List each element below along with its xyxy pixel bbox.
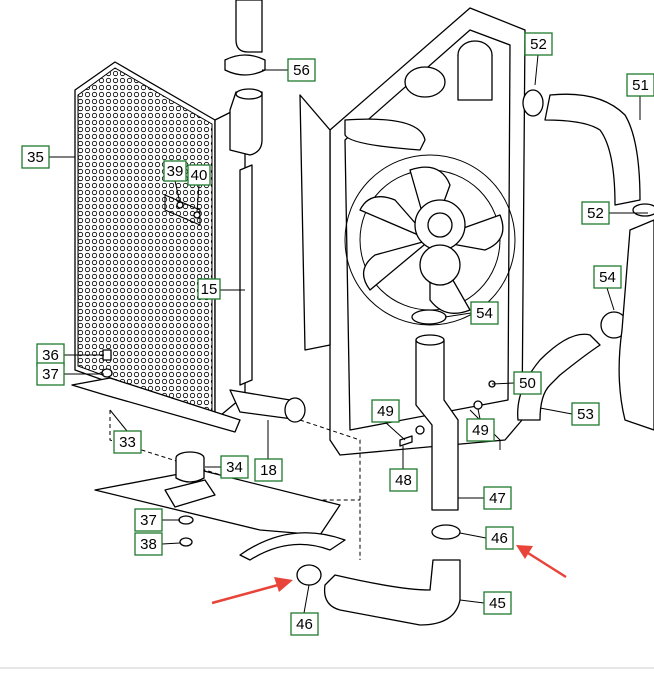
svg-text:56: 56 <box>293 62 310 79</box>
leader-line-4 <box>174 180 181 204</box>
callout-54-mid: 54 <box>470 301 499 325</box>
small-fasteners <box>399 380 501 450</box>
leader-line-22 <box>459 532 487 539</box>
leader-lines <box>49 54 648 614</box>
callout-37-left: 37 <box>36 362 65 386</box>
svg-text:46: 46 <box>491 530 508 547</box>
right-hoses <box>517 89 654 431</box>
leader-line-1 <box>534 54 539 86</box>
callout-56: 56 <box>287 58 316 82</box>
leader-line-9 <box>444 312 472 318</box>
svg-text:37: 37 <box>140 512 157 529</box>
lower-hose <box>296 524 461 626</box>
svg-text:52: 52 <box>530 36 547 53</box>
leader-line-23 <box>161 542 181 545</box>
callout-51: 51 <box>626 73 654 97</box>
svg-text:15: 15 <box>201 281 218 298</box>
callout-36: 36 <box>36 343 65 367</box>
svg-text:51: 51 <box>632 77 649 94</box>
callout-48: 48 <box>389 468 418 492</box>
svg-text:54: 54 <box>599 269 616 286</box>
callout-45: 45 <box>483 591 512 615</box>
callout-46-bottom: 46 <box>290 612 319 636</box>
callout-34: 34 <box>220 455 249 479</box>
callout-labels: 56 52 51 35 39 40 52 54 15 54 36 37 50 5… <box>21 32 654 636</box>
callout-47: 47 <box>483 486 512 510</box>
callout-52-top: 52 <box>524 32 553 56</box>
callout-40: 40 <box>187 164 211 186</box>
leader-line-12 <box>491 382 515 385</box>
callout-53: 53 <box>571 402 600 426</box>
svg-text:52: 52 <box>587 205 604 222</box>
leader-line-16 <box>109 409 128 432</box>
callout-52-mid: 52 <box>581 201 610 225</box>
middle-hose <box>411 309 459 511</box>
arrow-right <box>516 545 567 579</box>
leader-line-7 <box>606 287 615 311</box>
fan <box>359 166 504 314</box>
radiator-filler <box>224 54 266 156</box>
svg-text:35: 35 <box>27 149 44 166</box>
leader-line-13 <box>539 407 573 415</box>
svg-text:45: 45 <box>489 595 506 612</box>
callout-54-right: 54 <box>593 265 622 289</box>
svg-text:50: 50 <box>519 375 536 392</box>
radiator-outlet <box>229 389 306 423</box>
svg-text:38: 38 <box>140 536 157 553</box>
shroud-pipes <box>344 40 493 151</box>
rubber-mount <box>164 451 216 508</box>
callout-15: 15 <box>197 278 221 300</box>
callout-38: 38 <box>134 532 163 556</box>
leader-line-24 <box>459 599 485 604</box>
callout-33: 33 <box>113 430 142 454</box>
callout-37-lower: 37 <box>134 508 163 532</box>
svg-text:49: 49 <box>472 422 489 439</box>
callout-46-right: 46 <box>485 526 514 550</box>
svg-text:40: 40 <box>191 167 208 184</box>
svg-text:36: 36 <box>42 347 59 364</box>
arrow-left <box>211 577 293 605</box>
svg-text:39: 39 <box>167 163 184 180</box>
svg-text:46: 46 <box>296 616 313 633</box>
callout-49-left: 49 <box>371 399 400 423</box>
callout-50: 50 <box>513 371 542 395</box>
callout-49-right: 49 <box>466 418 495 442</box>
svg-text:37: 37 <box>42 366 59 383</box>
leader-line-15 <box>477 408 481 420</box>
svg-text:53: 53 <box>577 406 594 423</box>
svg-text:49: 49 <box>377 403 394 420</box>
svg-text:34: 34 <box>226 459 243 476</box>
radiator-core <box>74 61 253 421</box>
svg-text:54: 54 <box>476 305 493 322</box>
callout-35: 35 <box>21 145 50 169</box>
svg-text:18: 18 <box>260 462 277 479</box>
leader-line-14 <box>384 421 406 441</box>
svg-text:47: 47 <box>489 490 506 507</box>
callout-18: 18 <box>254 458 283 482</box>
bracket <box>164 194 201 226</box>
svg-text:33: 33 <box>119 434 136 451</box>
leader-line-5 <box>196 184 200 213</box>
callout-39: 39 <box>163 160 187 182</box>
upper-hose <box>235 0 263 53</box>
svg-text:48: 48 <box>395 472 412 489</box>
leader-line-25 <box>303 584 310 614</box>
bolt-nut <box>101 349 194 547</box>
